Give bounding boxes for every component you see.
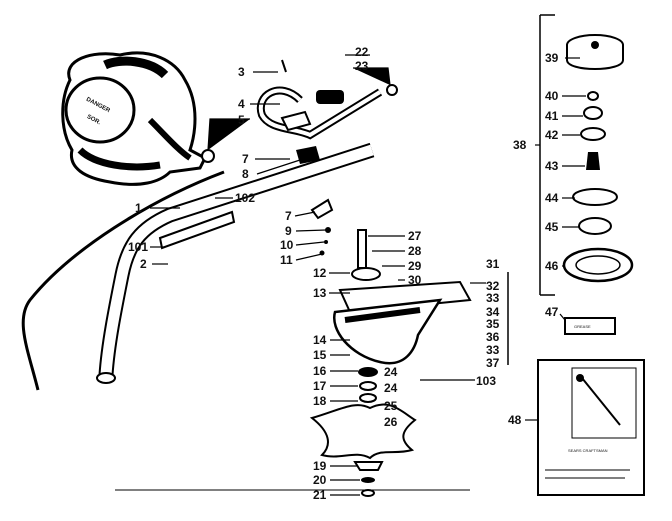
callout-4: 4 [238,97,245,111]
callout-18: 18 [313,394,327,408]
callout-3: 3 [238,65,245,79]
callout-19: 19 [313,459,327,473]
handle-assembly [256,59,398,164]
manual-title: SEARS CRAFTSMAN [568,448,608,453]
callout-46: 46 [545,259,559,273]
callout-33-a: 33 [486,291,500,305]
callout-13: 13 [313,286,327,300]
callout-47: 47 [545,305,559,319]
callout-7-mid: 7 [285,209,292,223]
callout-39: 39 [545,51,559,65]
callout-26: 26 [384,415,398,429]
callout-30: 30 [408,273,422,287]
callout-14: 14 [313,333,327,347]
callout-1: 1 [135,201,142,215]
callout-23: 23 [355,59,369,73]
grease-packet-part-47 [564,317,616,335]
callout-36: 36 [486,330,500,344]
callout-28: 28 [408,244,422,258]
shoulder-strap: DANGER SOR. [61,51,215,186]
callout-11: 11 [280,253,293,267]
callout-22: 22 [355,45,369,59]
callout-8: 8 [242,167,249,181]
callout-34: 34 [486,305,500,319]
drive-cable-part-1 [21,170,225,391]
callout-42: 42 [545,128,559,142]
callout-45: 45 [545,220,559,234]
callout-7-top: 7 [242,152,249,166]
callout-33-b: 33 [486,343,500,357]
callout-27: 27 [408,229,422,243]
leader-lines [150,54,586,496]
trimmer-head-parts [562,34,634,283]
decal-part-101-102 [158,210,236,250]
callout-43: 43 [545,159,559,173]
callout-16: 16 [313,364,327,378]
callout-10: 10 [280,238,294,252]
callout-32: 32 [486,279,500,293]
callout-17: 17 [313,379,327,393]
gear-housing-assembly [332,229,472,428]
callout-103: 103 [476,374,496,388]
callout-20: 20 [313,473,327,487]
callout-37: 37 [486,356,500,370]
callout-12: 12 [313,266,327,280]
callout-31: 31 [486,257,500,271]
callout-35: 35 [486,317,500,331]
callout-2: 2 [140,257,147,271]
callout-5: 5 [238,113,245,127]
callout-102: 102 [235,191,255,205]
trimmer-blade-part-18 [309,403,417,460]
callout-25: 25 [384,399,398,413]
callout-9: 9 [285,224,292,238]
owners-manual-part-48: SEARS CRAFTSMAN [537,359,645,496]
callout-21: 21 [313,488,327,502]
grease-label: GREASE [574,324,591,329]
callout-41: 41 [545,109,559,123]
callout-29: 29 [408,259,422,273]
callout-40: 40 [545,89,559,103]
callout-24-a: 24 [384,365,398,379]
callout-48: 48 [508,413,522,427]
callout-38: 38 [513,138,527,152]
callout-44: 44 [545,191,559,205]
callout-15: 15 [313,348,327,362]
callout-101: 101 [128,240,148,254]
callout-24-b: 24 [384,381,398,395]
